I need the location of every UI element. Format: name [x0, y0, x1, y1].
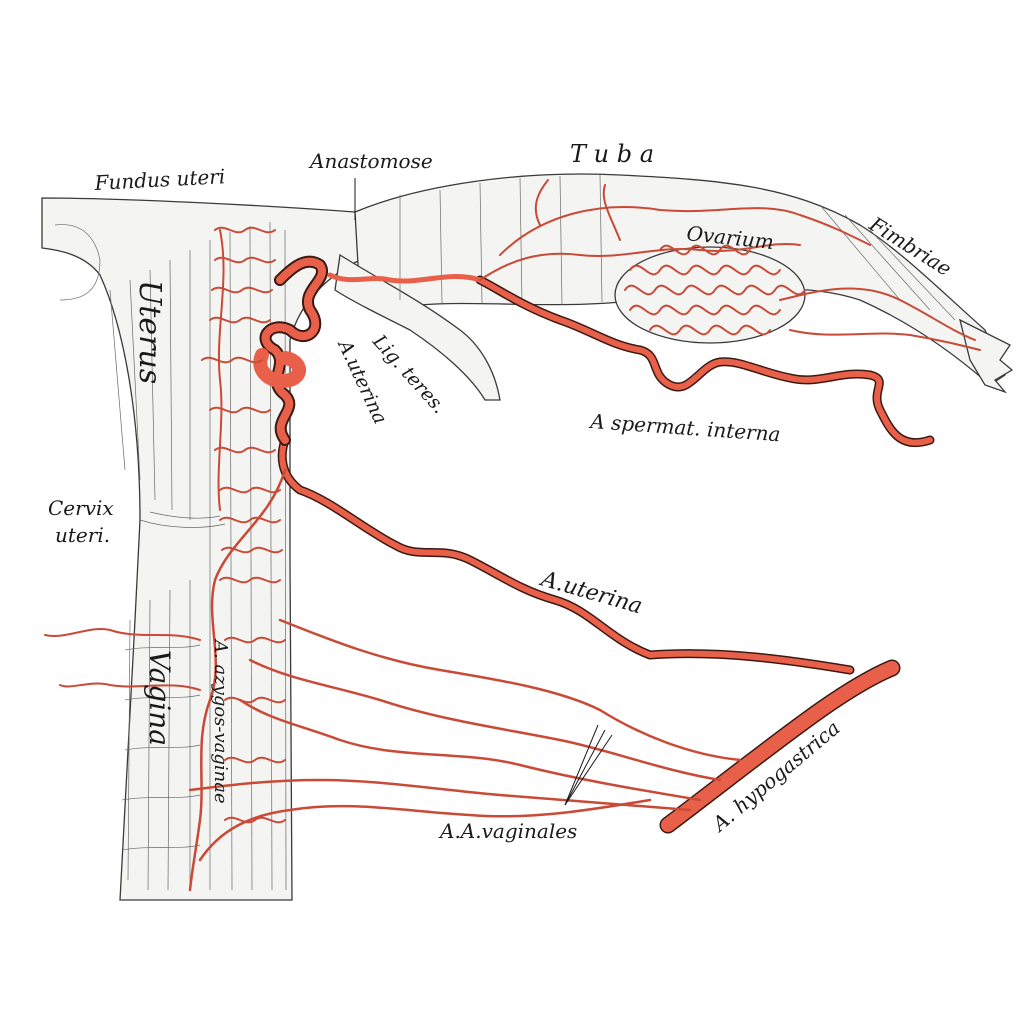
label-uterus: Uterus [132, 280, 167, 384]
label-tuba: T u b a [570, 140, 654, 168]
label-fundus-uteri: Fundus uteri [93, 164, 226, 195]
label-pointers [354, 178, 613, 806]
lig-teres-band [334, 253, 501, 401]
label-cervix-line1: Cervix [48, 496, 114, 520]
label-a-azygos-vaginae: A. azygos-vaginae [210, 638, 231, 804]
uterine-artery-main [277, 435, 855, 675]
tissue-structures [41, 173, 1014, 901]
label-a-uterina: A.uterina [536, 566, 645, 619]
label-vagina: Vagina [143, 650, 176, 746]
fimbriae-tips [959, 318, 1014, 394]
label-aa-vaginales: A.A.vaginales [438, 819, 577, 843]
arteries [44, 179, 981, 892]
label-a-spermat-interna: A spermat. interna [588, 409, 782, 446]
label-cervix-line2: uteri. [55, 523, 110, 547]
azygos-vaginae-artery [188, 468, 287, 892]
label-anastomose: Anastomose [308, 149, 433, 173]
